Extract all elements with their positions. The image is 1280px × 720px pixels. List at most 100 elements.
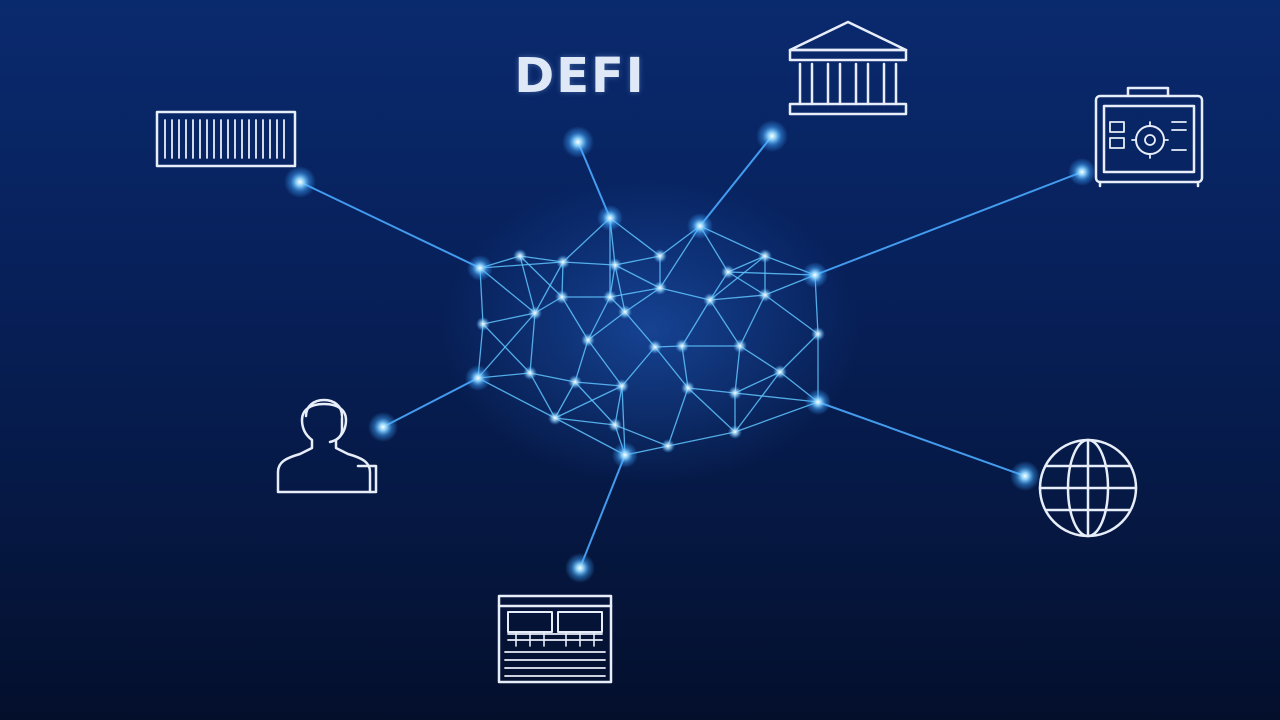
glow-node [1068,158,1096,186]
mesh-edge [614,264,626,313]
mesh-node [476,317,490,331]
mesh-edge [609,287,661,298]
mesh-node [513,249,527,263]
mesh-node [528,306,542,320]
mesh-node [618,305,632,319]
mesh-edge [587,296,611,341]
mesh-node [465,365,491,391]
mesh-node [653,281,667,295]
mesh-edge [482,312,536,325]
mesh-node [805,389,831,415]
mesh-edge [734,371,781,394]
mesh-node [687,213,713,239]
mesh-node [802,262,828,288]
mesh-edge [709,299,741,347]
mesh-edge [621,346,656,387]
mesh-edge [587,339,623,387]
mesh-edge [574,381,616,426]
mesh-edge [667,431,736,447]
mesh-edge [709,294,766,301]
storefront-icon [497,594,613,684]
mesh-node [608,418,622,432]
mesh-edge [519,255,563,298]
mesh-edge [587,311,626,341]
mesh-edge [659,287,711,301]
mesh-node [653,249,667,263]
mesh-edge [727,271,766,296]
mesh-edge [624,287,661,313]
glow-node [1010,461,1040,491]
mesh-node [523,366,537,380]
mesh-edge [519,255,564,263]
mesh-edge [734,345,741,394]
mesh-node [703,293,717,307]
mesh-edge [519,255,536,314]
mesh-node [556,255,570,269]
mesh-node [773,365,787,379]
mesh-edge [554,417,626,456]
mesh-node [548,411,562,425]
mesh-edge [479,261,564,269]
mesh-edge [554,417,616,426]
mesh-edge [727,271,816,276]
mesh-edge [574,381,623,387]
mesh-edge [654,346,689,389]
mesh-edge [734,392,819,403]
globe-icon [1038,438,1138,538]
bank-building-icon [788,20,908,116]
mesh-edge [614,255,661,266]
mesh-node [811,327,825,341]
mesh-node [661,439,675,453]
mesh-edge [574,339,589,383]
mesh-edge [681,345,689,389]
mesh-node [597,205,623,231]
safe-vault-icon [1094,86,1204,188]
mesh-node [681,381,695,395]
mesh-edge [614,264,661,289]
glow-node [368,412,398,442]
mesh-node [568,375,582,389]
mesh-edge [529,372,556,419]
mesh-edge [529,372,576,383]
mesh-edge [734,401,819,433]
mesh-node [733,339,747,353]
glow-node [756,120,788,152]
mesh-node [758,249,772,263]
mesh-edge [734,371,781,433]
shipping-container-icon [155,110,297,168]
mesh-edge [529,312,536,374]
mesh-node [728,425,742,439]
mesh-edge [624,311,656,348]
mesh-edge [477,377,556,419]
mesh-edge [739,294,766,347]
mesh-node [581,333,595,347]
mesh-node [603,290,617,304]
mesh-node [675,339,689,353]
glow-node [284,166,316,198]
mesh-edge [482,323,531,374]
mesh-node [728,386,742,400]
mesh-node [555,290,569,304]
glow-node [562,126,594,158]
glow-node [565,553,595,583]
mesh-node [758,288,772,302]
mesh-edge [477,312,536,379]
outer-nodes [284,120,1096,583]
mesh-edge [779,333,819,373]
network-mesh-nodes [465,205,831,468]
mesh-edge [534,261,564,314]
mesh-edge [687,387,736,433]
mesh-edge [561,296,589,341]
mesh-edge [709,255,766,301]
mesh-edge [681,299,711,347]
mesh-node [615,379,629,393]
mesh-edge [687,387,736,394]
network-spokes [299,135,1083,569]
mesh-edge [554,385,623,419]
page-title: DEFI [514,48,646,104]
mesh-node [648,340,662,354]
mesh-edge [562,261,616,266]
mesh-edge [667,387,689,447]
